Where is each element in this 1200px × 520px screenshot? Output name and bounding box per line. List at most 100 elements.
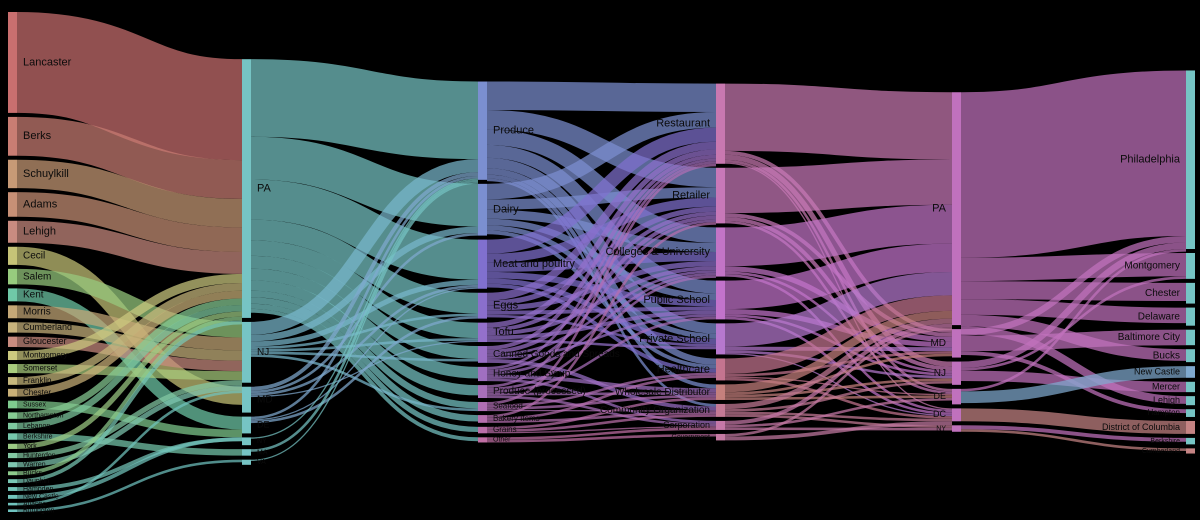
sankey-link[interactable] [486,157,717,334]
sankey-node[interactable] [478,385,487,399]
sankey-link[interactable] [724,378,953,398]
sankey-node[interactable] [8,422,17,430]
sankey-node[interactable] [8,509,17,512]
sankey-link[interactable] [724,327,953,437]
sankey-node[interactable] [952,408,961,422]
sankey-link[interactable] [16,311,243,449]
sankey-link[interactable] [724,411,953,422]
sankey-link[interactable] [250,240,479,339]
sankey-node[interactable] [478,183,487,236]
sankey-node[interactable] [952,361,961,385]
sankey-node[interactable] [716,384,725,400]
sankey-link[interactable] [724,314,953,376]
sankey-link[interactable] [724,318,953,410]
sankey-link[interactable] [250,136,479,227]
sankey-link[interactable] [960,281,1187,301]
sankey-node[interactable] [952,329,961,358]
sankey-link[interactable] [16,298,243,419]
sankey-node[interactable] [242,459,251,465]
sankey-link[interactable] [16,11,243,161]
sankey-link[interactable] [486,411,717,423]
sankey-node[interactable] [8,364,17,374]
sankey-link[interactable] [16,304,243,430]
sankey-link[interactable] [250,179,479,280]
sankey-link[interactable] [486,316,717,393]
sankey-link[interactable] [724,159,953,214]
sankey-link[interactable] [486,314,717,359]
sankey-link[interactable] [486,154,717,350]
sankey-node[interactable] [478,81,487,180]
sankey-node[interactable] [8,388,17,397]
sankey-link[interactable] [724,271,953,374]
sankey-link[interactable] [16,282,243,385]
sankey-node[interactable] [8,494,17,499]
sankey-link[interactable] [486,414,717,433]
sankey-link[interactable] [250,351,479,362]
sankey-node[interactable] [478,239,487,289]
sankey-link[interactable] [16,273,243,361]
sankey-link[interactable] [960,299,1187,324]
sankey-node[interactable] [8,433,17,440]
sankey-link[interactable] [486,433,717,443]
sankey-node[interactable] [8,443,17,449]
sankey-link[interactable] [250,297,479,422]
sankey-link[interactable] [16,380,243,459]
sankey-link[interactable] [250,182,479,461]
sankey-node[interactable] [478,322,487,343]
sankey-link[interactable] [250,179,479,452]
sankey-link[interactable] [486,306,717,315]
sankey-node[interactable] [716,420,725,430]
sankey-node[interactable] [478,415,487,423]
sankey-link[interactable] [250,219,479,314]
sankey-link[interactable] [250,59,479,160]
sankey-node[interactable] [8,487,17,491]
sankey-node[interactable] [716,167,725,224]
sankey-link[interactable] [486,375,717,421]
sankey-link[interactable] [486,271,717,307]
sankey-link[interactable] [724,421,953,441]
sankey-link[interactable] [724,83,953,160]
sankey-link[interactable] [250,178,479,439]
sankey-link[interactable] [486,275,717,391]
sankey-node[interactable] [1186,252,1195,279]
sankey-link[interactable] [960,276,1187,371]
sankey-link[interactable] [16,192,243,252]
sankey-link[interactable] [486,426,717,434]
sankey-link[interactable] [16,385,243,468]
sankey-node[interactable] [1186,329,1195,346]
sankey-node[interactable] [478,346,487,363]
sankey-link[interactable] [960,252,1187,282]
sankey-node[interactable] [242,449,251,456]
sankey-node[interactable] [242,416,251,434]
sankey-node[interactable] [716,280,725,320]
sankey-node[interactable] [952,92,961,326]
sankey-node[interactable] [716,433,725,441]
sankey-link[interactable] [486,158,717,370]
sankey-link[interactable] [960,429,1187,451]
sankey-link[interactable] [486,149,717,328]
sankey-link[interactable] [250,287,479,421]
sankey-node[interactable] [8,462,17,468]
sankey-node[interactable] [8,220,17,243]
sankey-node[interactable] [716,403,725,417]
sankey-link[interactable] [486,397,717,430]
sankey-link[interactable] [250,313,479,350]
sankey-node[interactable] [716,323,725,355]
sankey-link[interactable] [16,116,243,199]
sankey-link[interactable] [486,206,717,306]
sankey-link[interactable] [960,326,1187,404]
sankey-link[interactable] [960,408,1187,434]
sankey-node[interactable] [8,192,17,217]
sankey-node[interactable] [8,350,17,361]
sankey-link[interactable] [960,242,1187,369]
sankey-link[interactable] [724,397,953,428]
sankey-link[interactable] [486,112,717,200]
sankey-link[interactable] [960,236,1187,336]
sankey-link[interactable] [16,320,243,484]
sankey-node[interactable] [8,268,17,285]
sankey-link[interactable] [486,409,717,412]
sankey-link[interactable] [724,380,953,412]
sankey-node[interactable] [242,321,251,383]
sankey-link[interactable] [16,364,243,381]
sankey-node[interactable] [8,400,17,409]
